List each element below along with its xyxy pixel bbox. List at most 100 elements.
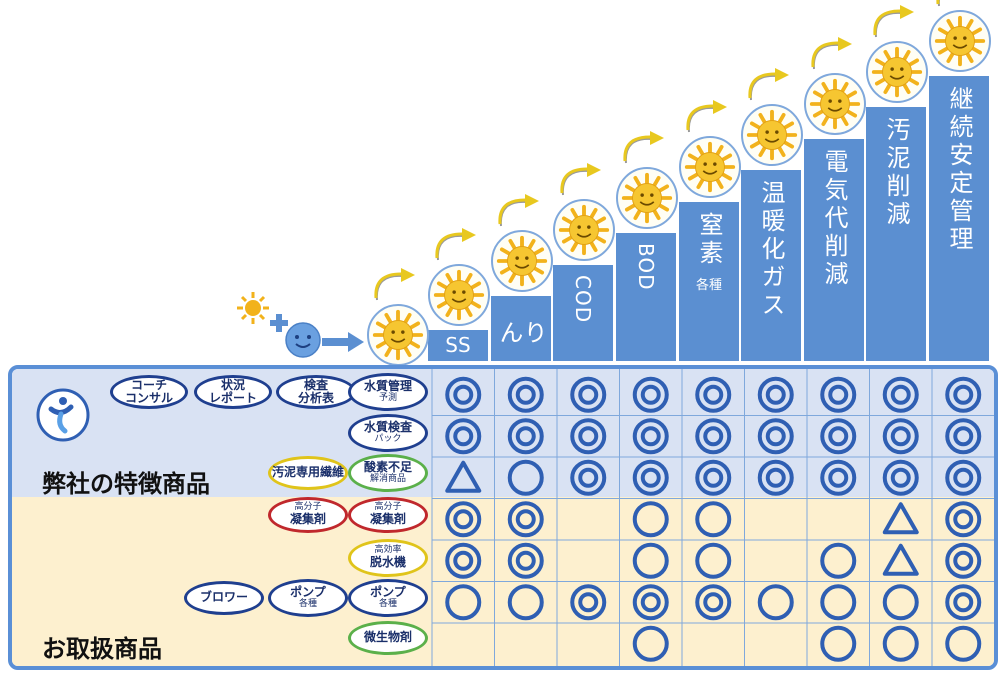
pill-text: ポンプ <box>370 585 406 600</box>
double-circle-mark <box>570 418 607 455</box>
double-circle-mark <box>445 418 482 455</box>
sun-face-icon <box>804 73 866 135</box>
curved-arrow-icon <box>748 68 789 101</box>
circle-mark <box>820 625 857 662</box>
product-pill-1: 状況レポート <box>194 375 272 409</box>
column-bar-8: 継続安定管理 <box>929 76 989 361</box>
product-pill-7: 高分子凝集剤 <box>268 497 348 533</box>
own-products-title: 弊社の特徴商品 <box>42 470 210 498</box>
product-pill-0: コーチコンサル <box>110 375 188 409</box>
product-pill-9: 高効率脱水機 <box>348 539 428 577</box>
curved-arrow-icon <box>498 194 539 227</box>
sun-face-icon <box>866 41 928 103</box>
sun-face-icon <box>367 304 429 366</box>
curved-arrow-icon <box>811 37 852 70</box>
pill-text: コンサル <box>124 391 173 405</box>
pill-text: 高分子 <box>374 502 402 513</box>
sun-face-icon <box>741 104 803 166</box>
product-pill-5: 汚泥専用繊維 <box>268 456 348 490</box>
double-circle-mark <box>632 376 669 413</box>
column-label: 温暖化ガス <box>757 180 785 320</box>
pill-text: 各種 <box>298 598 317 609</box>
column-bar-1: りん <box>491 296 551 361</box>
double-circle-mark <box>757 418 794 455</box>
pill-text: 酸素不足 <box>363 460 412 475</box>
pill-text: 凝集剤 <box>289 512 326 527</box>
column-bar-0: SS <box>428 330 488 361</box>
pill-text: 高分子 <box>294 502 322 513</box>
double-circle-mark <box>445 376 482 413</box>
product-pill-13: 微生物剤 <box>348 621 428 655</box>
double-circle-mark <box>507 376 544 413</box>
product-matrix-frame: 弊社の特徴商品 お取扱商品 コーチコンサル状況レポート検査分析表水質管理予測水質… <box>8 365 998 670</box>
circle-mark <box>507 584 544 621</box>
double-circle-mark <box>507 501 544 538</box>
curved-arrow-icon <box>623 131 664 164</box>
double-circle-mark <box>820 459 857 496</box>
triangle-mark <box>445 460 482 493</box>
triangle-mark <box>882 502 919 535</box>
double-circle-mark <box>695 418 732 455</box>
circle-mark <box>820 584 857 621</box>
column-bar-4: 窒素各種 <box>679 202 739 361</box>
double-circle-mark <box>570 376 607 413</box>
sun-face-icon <box>616 167 678 229</box>
double-circle-mark <box>695 376 732 413</box>
pill-text: 解消商品 <box>369 473 406 484</box>
matrix-grid <box>431 369 994 666</box>
circle-mark <box>632 501 669 538</box>
column-label: 電気代削減 <box>820 149 848 289</box>
triangle-mark <box>882 543 919 576</box>
circle-mark <box>695 501 732 538</box>
column-label: 汚泥削減 <box>882 117 910 229</box>
pill-text: 各種 <box>378 598 397 609</box>
double-circle-mark <box>820 376 857 413</box>
circle-mark <box>945 625 982 662</box>
curved-arrow-icon <box>936 0 940 7</box>
pill-text: レポート <box>208 391 257 405</box>
double-circle-mark <box>945 376 982 413</box>
double-circle-mark <box>945 459 982 496</box>
column-bar-2: COD <box>553 265 613 361</box>
circle-mark <box>882 625 919 662</box>
pill-text: 状況 <box>220 377 245 392</box>
column-label: りん <box>495 319 547 348</box>
pill-text: 分析表 <box>297 391 334 405</box>
sun-face-icon <box>428 264 490 326</box>
column-label: 窒素 <box>695 212 723 268</box>
double-circle-mark <box>882 376 919 413</box>
company-logo-icon <box>36 388 90 442</box>
handled-products-title: お取扱商品 <box>42 635 162 663</box>
plus-icon <box>270 314 288 332</box>
column-bar-3: BOD <box>616 233 676 361</box>
pill-text: 水質検査 <box>363 420 412 435</box>
pill-text: コーチ <box>130 377 167 392</box>
double-circle-mark <box>882 418 919 455</box>
circle-mark <box>820 542 857 579</box>
column-bar-6: 電気代削減 <box>804 139 864 361</box>
pill-text: 水質管理 <box>363 379 412 394</box>
right-arrow-icon <box>322 332 364 352</box>
double-circle-mark <box>507 542 544 579</box>
double-circle-mark <box>632 459 669 496</box>
curved-arrow-icon <box>374 268 415 301</box>
smile-face-icon <box>285 322 321 358</box>
circle-mark <box>882 584 919 621</box>
column-label: 継続安定管理 <box>945 86 973 254</box>
pill-text: 微生物剤 <box>363 630 412 645</box>
column-label: COD <box>571 275 595 324</box>
circle-mark <box>632 542 669 579</box>
pill-text: 汚泥専用繊維 <box>271 465 344 480</box>
product-pill-8: 高分子凝集剤 <box>348 497 428 533</box>
double-circle-mark <box>695 584 732 621</box>
pill-text: ポンプ <box>290 585 326 600</box>
sun-face-icon <box>491 230 553 292</box>
double-circle-mark <box>757 459 794 496</box>
double-circle-mark <box>695 459 732 496</box>
product-pill-6: 酸素不足解消商品 <box>348 454 428 492</box>
product-pill-12: ポンプ各種 <box>348 579 428 617</box>
double-circle-mark <box>445 501 482 538</box>
double-circle-mark <box>445 542 482 579</box>
double-circle-mark <box>632 584 669 621</box>
